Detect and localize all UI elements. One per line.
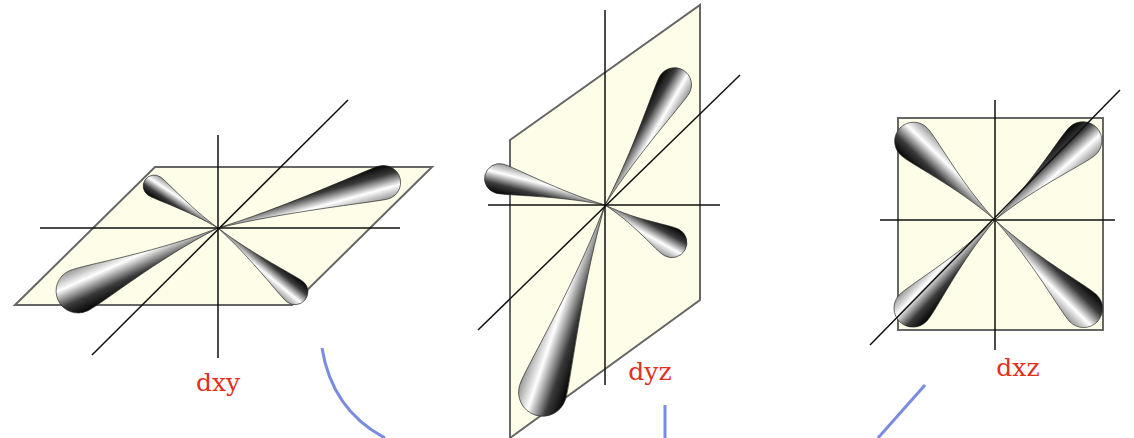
axis-line bbox=[880, 219, 1115, 221]
orbital-label: dxy bbox=[196, 369, 240, 397]
orbital-lobe bbox=[982, 114, 1109, 234]
axis-line bbox=[488, 204, 720, 206]
bracket-curve bbox=[322, 348, 385, 438]
orbital-lobe bbox=[210, 218, 314, 310]
orbital-label: dxz bbox=[996, 354, 1039, 382]
orbital-lobe bbox=[598, 192, 693, 263]
orbital-lobe bbox=[590, 61, 697, 213]
orbital-lobe bbox=[886, 207, 1009, 335]
yz-plane bbox=[510, 5, 700, 438]
orbital-lobe bbox=[982, 207, 1111, 336]
axis-line bbox=[217, 135, 219, 358]
axis-line bbox=[478, 75, 740, 330]
axis-line bbox=[92, 100, 348, 355]
orbital-lobe bbox=[887, 114, 1008, 233]
orbital-lobe bbox=[512, 197, 628, 422]
axis-line bbox=[994, 100, 996, 350]
orbital-lobe bbox=[481, 160, 608, 219]
bracket-line bbox=[664, 405, 667, 438]
axis-line bbox=[870, 90, 1120, 345]
orbital-lobe bbox=[139, 171, 224, 237]
axis-line bbox=[604, 10, 606, 385]
orbital-label: dyz bbox=[628, 358, 671, 386]
orbital-lobe bbox=[49, 208, 227, 320]
bracket-line bbox=[878, 385, 925, 438]
orbital-lobe bbox=[213, 162, 404, 245]
